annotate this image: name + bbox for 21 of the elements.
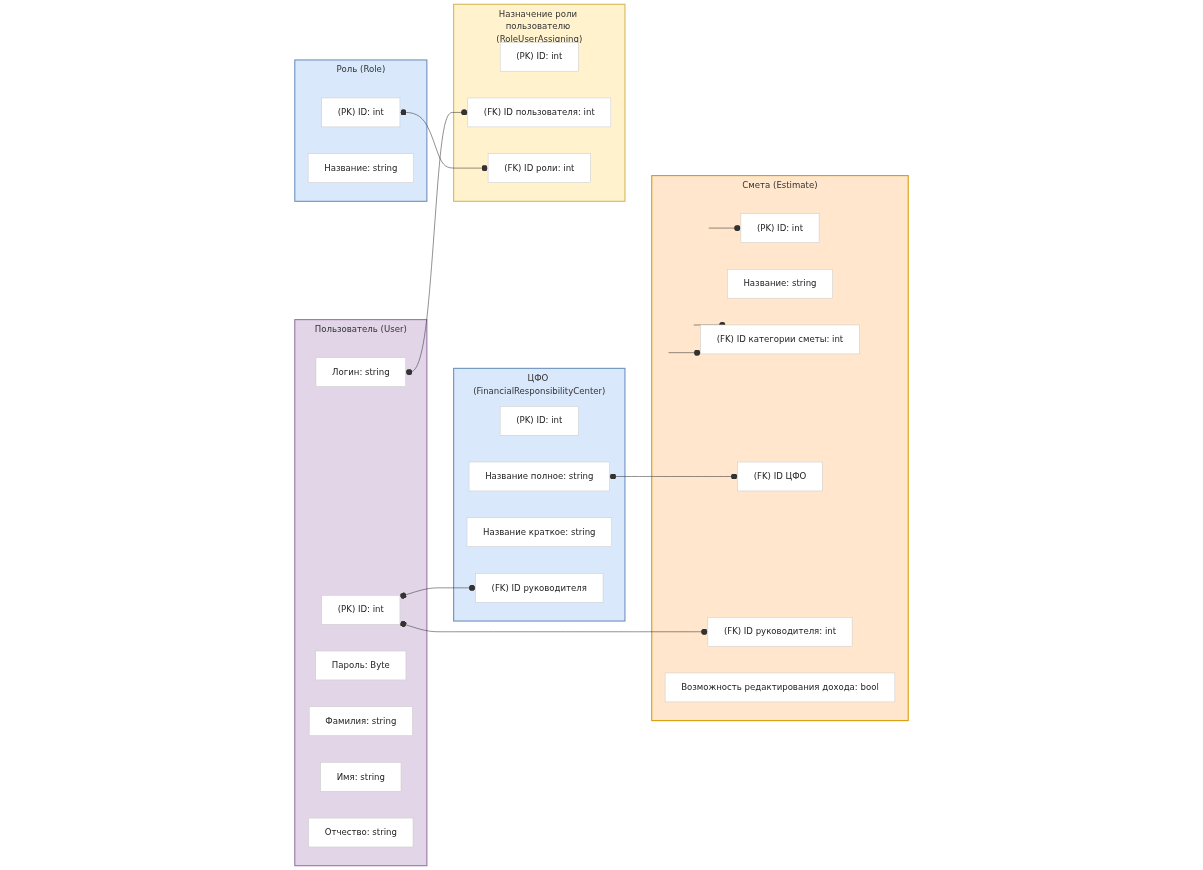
- attribute-row: (FK) ID ЦФО: [737, 461, 823, 492]
- attribute-row: Отчество: string: [308, 817, 414, 848]
- attribute-row: (PK) ID: int: [321, 595, 401, 625]
- attribute-row: (FK) ID пользователя: int: [467, 97, 612, 128]
- attribute-row: Название: string: [307, 153, 414, 183]
- attribute-row: (PK) ID: int: [499, 406, 579, 436]
- attribute-row: Возможность редактирования дохода: bool: [664, 672, 896, 703]
- attribute-row: (FK) ID категории сметы: int: [700, 324, 860, 355]
- attribute-row: (FK) ID руководителя: int: [707, 617, 853, 647]
- attribute-row: (PK) ID: int: [321, 97, 401, 128]
- attribute-row: (FK) ID роли: int: [487, 153, 591, 183]
- attribute-row: (FK) ID руководителя: [475, 573, 604, 603]
- attribute-row: (PK) ID: int: [740, 213, 820, 243]
- attribute-row: Пароль: Byte: [315, 650, 407, 681]
- attribute-row: Фамилия: string: [308, 706, 413, 736]
- attribute-row: Название полное: string: [468, 461, 610, 492]
- attribute-row: Имя: string: [320, 762, 402, 792]
- attribute-row: (PK) ID: int: [499, 42, 579, 72]
- attribute-row: Название краткое: string: [466, 517, 612, 547]
- attribute-row: Название: string: [727, 269, 833, 299]
- attribute-row: Логин: string: [315, 357, 406, 387]
